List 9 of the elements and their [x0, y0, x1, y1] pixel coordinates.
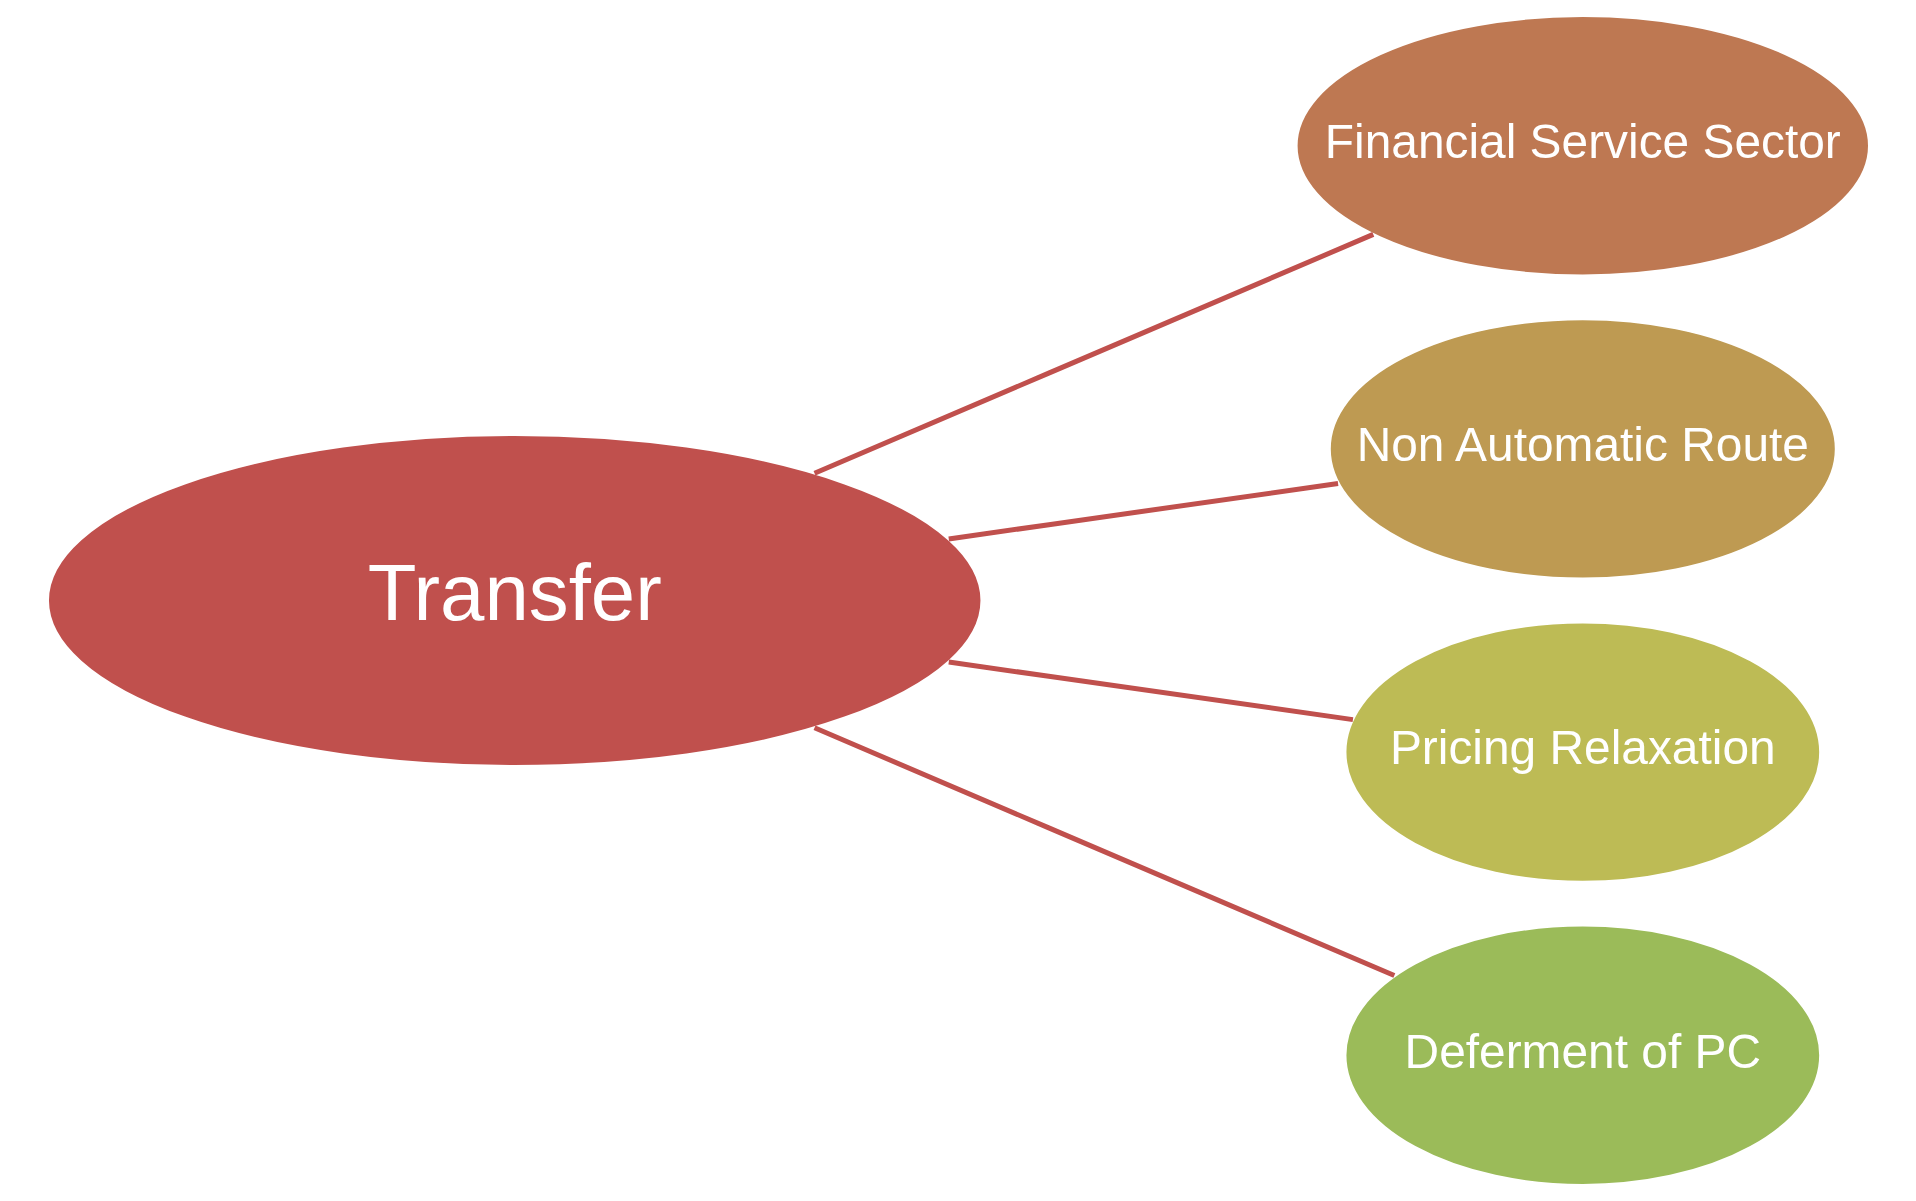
node-ellipse: Non Automatic Route: [1328, 318, 1837, 580]
connector: [947, 481, 1338, 542]
node-ellipse: Deferment of PC: [1343, 924, 1821, 1186]
connector: [813, 232, 1374, 476]
connector: [813, 725, 1395, 978]
connector: [947, 659, 1353, 723]
node-ellipse: Pricing Relaxation: [1343, 621, 1821, 883]
node-ellipse: Transfer: [46, 433, 982, 768]
node-ellipse: Financial Service Sector: [1295, 15, 1870, 277]
